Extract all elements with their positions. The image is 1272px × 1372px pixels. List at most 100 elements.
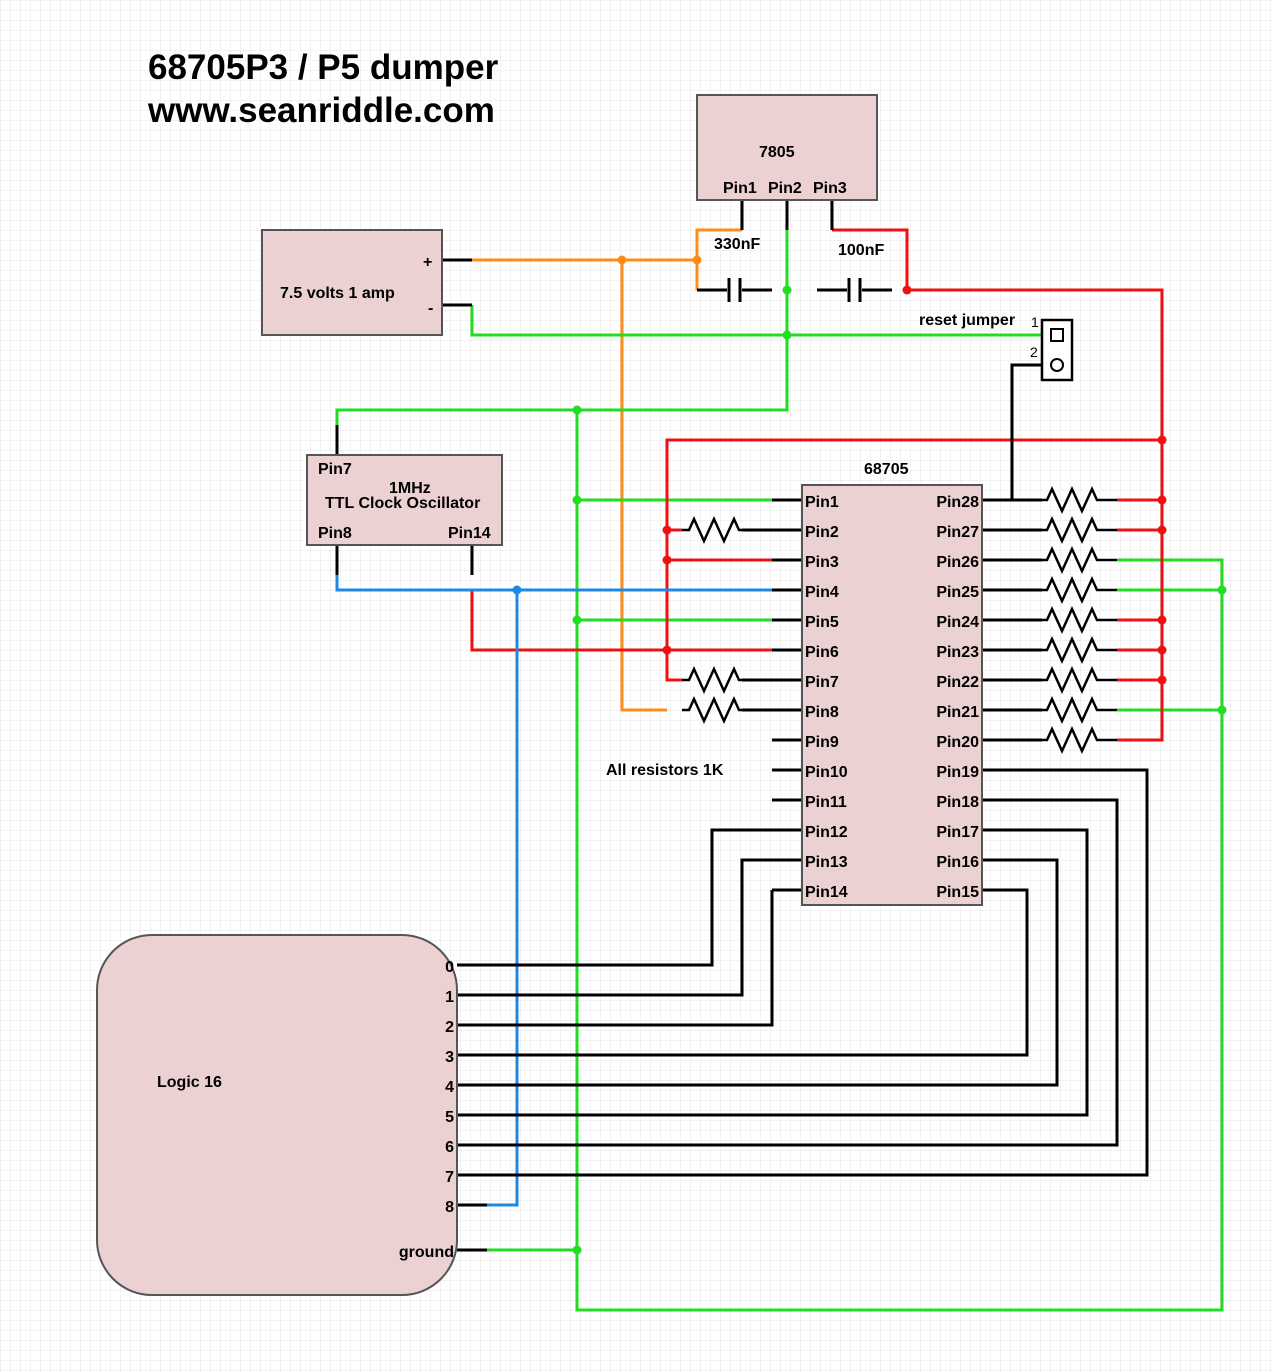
- mcu-pin-label: Pin24: [936, 614, 979, 631]
- ground-wires: [335, 230, 1224, 1312]
- mcu-pin-label: Pin2: [805, 524, 839, 541]
- resistor-pin2: [682, 515, 742, 545]
- logic-channel-label: 4: [445, 1079, 454, 1096]
- regulator-pin2-label: Pin2: [768, 180, 802, 197]
- title-line-2: www.seanriddle.com: [147, 91, 495, 130]
- mcu-pin-label: Pin16: [936, 854, 979, 871]
- resistors: [682, 485, 1117, 755]
- vin-wire-regulator: [695, 228, 742, 290]
- logic-analyzer-name: Logic 16: [157, 1074, 222, 1091]
- mcu-pin-label: Pin19: [936, 764, 979, 781]
- logic-analyzer: Logic 16 0 1 2 3 4 5 6 7 8 ground: [96, 934, 458, 1296]
- oscillator-pin8-label: Pin8: [318, 525, 352, 542]
- resistor-pin23: [1042, 635, 1117, 665]
- mcu-right-pin-labels: Pin28Pin27Pin26Pin25Pin24Pin23Pin22Pin21…: [936, 494, 979, 901]
- signal-wires: [335, 200, 1149, 1252]
- mcu-pin-label: Pin8: [805, 704, 839, 721]
- regulator-pin1-label: Pin1: [723, 180, 757, 197]
- power-supply-body: [261, 229, 443, 336]
- logic-channel-label: 1: [445, 989, 454, 1006]
- mcu-pin-label: Pin15: [936, 884, 979, 901]
- resistor-pin7: [682, 665, 742, 695]
- mcu-pin-label: Pin7: [805, 674, 839, 691]
- power-supply-name: 7.5 volts 1 amp: [280, 285, 395, 302]
- logic-analyzer-body: [96, 934, 458, 1296]
- mcu-pin-label: Pin27: [936, 524, 979, 541]
- logic-channel-label: 8: [445, 1199, 454, 1216]
- mcu-pin-label: Pin20: [936, 734, 979, 751]
- resistor-pin22: [1042, 665, 1117, 695]
- mcu-pin-label: Pin13: [805, 854, 848, 871]
- resistor-pin25: [1042, 575, 1117, 605]
- oscillator-pin14-label: Pin14: [448, 525, 491, 542]
- mcu-pin-label: Pin26: [936, 554, 979, 571]
- oscillator-pin7-label: Pin7: [318, 461, 352, 478]
- capacitor-100nf-label: 100nF: [838, 242, 884, 259]
- mcu-pin-label: Pin18: [936, 794, 979, 811]
- vcc-wire-regulator: [832, 228, 909, 290]
- resistor-pin20: [1042, 725, 1117, 755]
- mcu-pin-label: Pin23: [936, 644, 979, 661]
- vcc-wire-pin6: [470, 590, 772, 652]
- logic-channel-labels: 0 1 2 3 4 5 6 7 8: [445, 959, 454, 1216]
- logic-channel-label: 0: [445, 959, 454, 976]
- reset-jumper-label: reset jumper: [919, 312, 1015, 329]
- clock-wire-main: [335, 575, 772, 592]
- resistor-pin27: [1042, 515, 1117, 545]
- power-supply-minus: -: [428, 300, 433, 317]
- reset-jumper-pin1-number: 1: [1031, 314, 1039, 330]
- oscillator-type: TTL Clock Oscillator: [325, 495, 480, 512]
- reset-jumper-pin2-number: 2: [1030, 344, 1038, 360]
- resistor-pin28: [1042, 485, 1117, 515]
- resistor-pin26: [1042, 545, 1117, 575]
- clock-oscillator: Pin7 1MHz TTL Clock Oscillator Pin8 Pin1…: [306, 454, 503, 546]
- mcu-name: 68705: [864, 461, 909, 478]
- capacitor-plates: [727, 278, 862, 302]
- reset-jumper-pin1: [1050, 328, 1064, 342]
- mcu-pin-label: Pin25: [936, 584, 979, 601]
- oscillator-body: [306, 454, 503, 546]
- logic-channel-label: 3: [445, 1049, 454, 1066]
- mcu-pin-label: Pin3: [805, 554, 839, 571]
- logic-channel-label: 6: [445, 1139, 454, 1156]
- mcu-pin-label: Pin28: [936, 494, 979, 511]
- oscillator-frequency: 1MHz: [389, 480, 431, 497]
- resistor-note: All resistors 1K: [606, 762, 724, 779]
- mcu-pin-label: Pin21: [936, 704, 979, 721]
- resistor-pin21: [1042, 695, 1117, 725]
- clock-wires: [335, 575, 772, 1207]
- resistor-pin8: [682, 695, 742, 725]
- reset-jumper-pin2: [1050, 358, 1064, 372]
- ground-wire-bus: [575, 410, 1224, 1312]
- vcc-wire-rail: [907, 288, 1164, 742]
- capacitor-330nf-label: 330nF: [714, 236, 760, 253]
- regulator-7805: 7805 Pin1 Pin2 Pin3: [696, 94, 878, 201]
- mcu-body: [801, 484, 983, 906]
- logic-channel-label: 2: [445, 1019, 454, 1036]
- power-supply-plus: +: [423, 254, 432, 271]
- mcu-pin-label: Pin1: [805, 494, 839, 511]
- ground-wire-supply: [470, 305, 1042, 337]
- mcu-pin-label: Pin5: [805, 614, 839, 631]
- junction-dots: [512, 255, 1227, 1255]
- mcu-pin-label: Pin22: [936, 674, 979, 691]
- mcu-pin-label: Pin14: [805, 884, 848, 901]
- mcu-pin-label: Pin9: [805, 734, 839, 751]
- logic-channel-label: 5: [445, 1109, 454, 1126]
- regulator-pin3-label: Pin3: [813, 180, 847, 197]
- power-supply: 7.5 volts 1 amp + -: [261, 229, 443, 336]
- logic-channel-label: 7: [445, 1169, 454, 1186]
- mcu-pin-label: Pin10: [805, 764, 848, 781]
- resistor-pin24: [1042, 605, 1117, 635]
- mcu-pin-label: Pin4: [805, 584, 839, 601]
- mcu-pin-label: Pin12: [805, 824, 848, 841]
- mcu-pin-label: Pin6: [805, 644, 839, 661]
- title-line-1: 68705P3 / P5 dumper: [148, 48, 499, 87]
- ground-wire-regulator-pin2: [335, 230, 789, 425]
- logic-ground-label: ground: [399, 1244, 454, 1261]
- clock-wire-logic-ch8: [487, 590, 519, 1207]
- reset-jumper: reset jumper 1 2: [919, 312, 1074, 382]
- regulator-body: [696, 94, 878, 201]
- mcu-68705: 68705 Pin1Pin2Pin3Pin4Pin5Pin6Pin7Pin8Pi…: [801, 461, 983, 906]
